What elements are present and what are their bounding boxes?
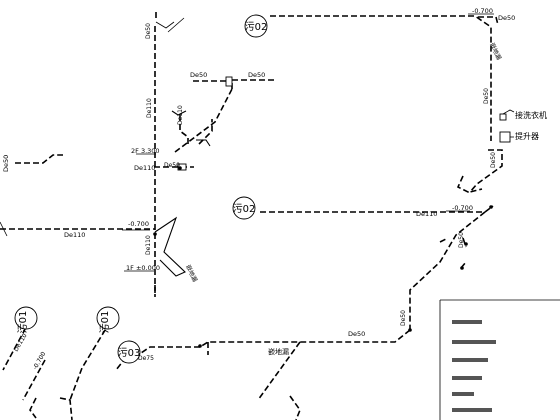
pipe-bottom-diagonal bbox=[257, 341, 301, 401]
pipe-junction-3 bbox=[489, 205, 493, 209]
legend-fragment bbox=[439, 299, 560, 420]
pipe-2f-trap-drop bbox=[179, 115, 189, 146]
cleanout-symbol-2f bbox=[177, 163, 187, 171]
trap-symbol-2f bbox=[196, 139, 211, 147]
pipe-label-right-top: De50 bbox=[498, 14, 515, 22]
pipe-bottom-foot bbox=[289, 395, 301, 420]
pipe-2f-fixture-branch bbox=[198, 119, 213, 145]
legend-glyph-row-1 bbox=[452, 320, 482, 324]
riser-badge-bottom-middle: 污01 bbox=[99, 311, 111, 334]
pipe-bottom-feeder bbox=[140, 346, 200, 354]
pipe-label-left-edge: De50 bbox=[2, 155, 10, 172]
legend-glyph-row-2 bbox=[452, 340, 496, 344]
riser-badge-ring-top-right bbox=[244, 14, 268, 38]
pipe-label-1f-main: De110 bbox=[64, 231, 85, 239]
vent-leader bbox=[155, 21, 175, 29]
pipe-size-labels: De50 De50 De50 De110 De110 De50 De110 De… bbox=[2, 14, 515, 362]
pipe-junction-4 bbox=[464, 242, 468, 246]
riser-badge-bottom-center: 污03 bbox=[118, 347, 141, 359]
pipe-upper-diagonal bbox=[174, 88, 233, 153]
pipe-lift-trap bbox=[456, 175, 471, 194]
pipe-bottom-left-foot bbox=[29, 397, 37, 419]
lift-device-label: 提升器 bbox=[515, 131, 539, 141]
pipe-right-descent bbox=[409, 211, 486, 330]
riser-badge-ring-bottom-center bbox=[117, 340, 141, 364]
vent-pointer bbox=[167, 17, 185, 33]
riser-badge-group: 污02 污02 污01 污01 污03 bbox=[17, 21, 267, 359]
pipe-bottom-main bbox=[199, 329, 411, 348]
elevation-label-top-right: -0.700 bbox=[472, 7, 493, 15]
lift-device-symbol bbox=[499, 131, 511, 143]
pipe-label-right-lift: De50 bbox=[490, 152, 497, 168]
elevation-label-middle-right: -0.700 bbox=[452, 204, 473, 212]
pipe-label-right-branch: De50 bbox=[458, 232, 465, 248]
pipe-left-edge-branch bbox=[15, 154, 63, 164]
pipe-label-bottom-left: De110 bbox=[13, 332, 29, 353]
pipe-top-right-elbow bbox=[478, 16, 499, 26]
pipe-network bbox=[0, 12, 503, 420]
pipe-label-top-branch-left: De50 bbox=[190, 71, 207, 79]
pipe-label-top-vertical: De50 bbox=[145, 23, 152, 39]
fixture-symbols bbox=[0, 13, 515, 364]
washing-machine-outlet-symbol bbox=[499, 113, 507, 121]
pipe-label-2f-branch: De110 bbox=[134, 164, 155, 172]
pipe-label-bottom-main: De50 bbox=[348, 330, 365, 338]
pipe-junction-5 bbox=[460, 266, 464, 270]
pipe-junction-1 bbox=[178, 166, 182, 170]
riser-badge-ring-bottom-left bbox=[14, 306, 38, 330]
riser-badge-ring-middle-right bbox=[232, 196, 256, 220]
pipe-bottom-left-branch bbox=[22, 359, 46, 401]
pipe-junction-7 bbox=[198, 344, 202, 348]
floor-drain-label-1f: 嵌地漏 bbox=[184, 263, 199, 283]
riser-badge-bottom-left: 污01 bbox=[17, 311, 29, 334]
pipe-junction-6 bbox=[408, 328, 412, 332]
legend-glyph-row-5 bbox=[452, 392, 474, 396]
pipe-label-upper-stack: De110 bbox=[146, 98, 153, 118]
pipe-label-1f-stack: De110 bbox=[145, 235, 152, 255]
floor-mark-2f: 2F 3.300 bbox=[131, 147, 160, 155]
pipe-lift-outlet bbox=[467, 149, 503, 194]
floor-drain-label-bottom: 嵌地漏 bbox=[268, 347, 289, 356]
pipe-upper-horizontal bbox=[231, 79, 276, 89]
pipe-top-right-main bbox=[270, 15, 492, 141]
riser-badge-middle-right: 污02 bbox=[233, 203, 256, 215]
washing-machine-label: 接洗衣机 bbox=[515, 110, 547, 120]
legend-glyph-row-4 bbox=[452, 376, 482, 380]
pipe-bottom-middle-foot bbox=[59, 397, 73, 420]
pipe-junction-2 bbox=[153, 232, 157, 236]
pipe-right-stub-2 bbox=[462, 237, 467, 248]
floor-level-marks: 2F 3.300 1F ±0.000 bbox=[126, 147, 160, 272]
washing-machine-leader bbox=[502, 109, 515, 115]
pipe-label-bottom-feeder: De75 bbox=[138, 355, 154, 362]
legend-glyph-row-6 bbox=[452, 408, 492, 412]
elevation-label-1f-main: -0.700 bbox=[128, 220, 149, 228]
legend-glyph-row-3 bbox=[452, 358, 488, 362]
pipe-label-branch-short: De110 bbox=[177, 105, 184, 125]
floor-mark-1f: 1F ±0.000 bbox=[126, 264, 160, 272]
pipe-label-middle-main: De110 bbox=[416, 210, 437, 218]
trap-symbol-upper bbox=[171, 110, 187, 116]
pipe-label-top-branch-right: De50 bbox=[248, 71, 265, 79]
pipe-bottom-middle-riser bbox=[69, 321, 111, 401]
pipe-label-lower-stack: De50 bbox=[400, 310, 407, 326]
riser-badge-top-right: 污02 bbox=[245, 21, 268, 33]
floor-drain-symbol-1f bbox=[154, 216, 186, 277]
riser-badge-ring-bottom-middle bbox=[96, 306, 120, 330]
left-edge-arc-mark bbox=[0, 221, 8, 237]
pipe-label-2f-fixture: De50 bbox=[164, 162, 180, 169]
inspection-port-symbol bbox=[225, 76, 233, 87]
pipe-label-right-stack-upper: De50 bbox=[483, 88, 490, 104]
pipe-right-stub-1 bbox=[439, 237, 449, 243]
